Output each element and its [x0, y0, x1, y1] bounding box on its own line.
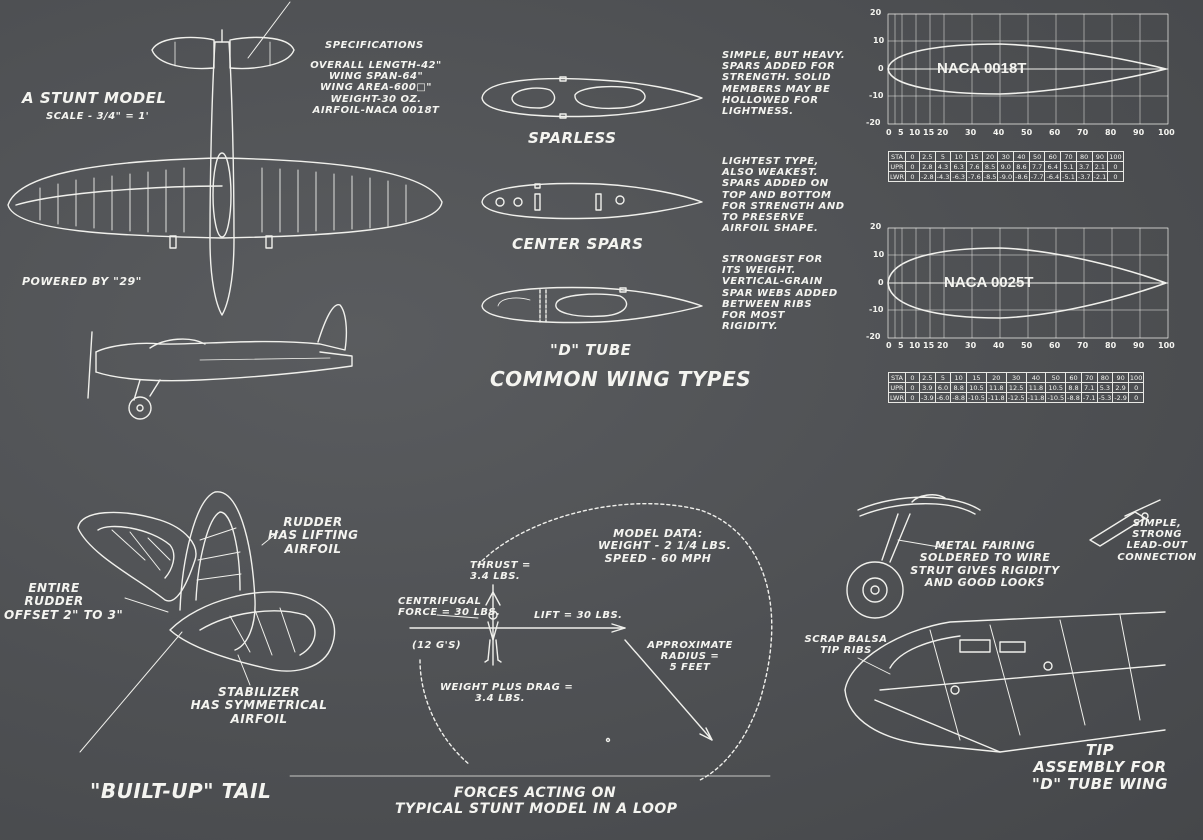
g-force-label: (12 G's) — [412, 640, 462, 651]
powered-by-label: POWERED BY "29" — [22, 275, 142, 288]
spec-line: WING AREA-600□" — [319, 82, 432, 94]
d-tube-label: "D" TUBE — [550, 341, 632, 359]
y-tick-label: 10 — [873, 36, 885, 45]
airfoil-chart-0018T — [887, 13, 1169, 125]
wing-section-d-tube — [481, 286, 703, 324]
built-up-tail-title: "BUILT-UP" TAIL — [90, 779, 272, 803]
common-wing-types-title: COMMON WING TYPES — [490, 367, 752, 391]
airfoil-name-0018T: NACA 0018T — [937, 60, 1027, 77]
wing-section-sparless — [481, 76, 703, 119]
thrust-label: THRUST =3.4 LBS. — [470, 560, 531, 583]
center-spars-description: LIGHTEST TYPE,ALSO WEAKEST. SPARS ADDED … — [722, 156, 845, 235]
spec-line: WING SPAN-64" — [328, 71, 424, 83]
built-up-tail — [77, 491, 336, 753]
specifications-heading: SPECIFICATIONS — [325, 40, 424, 51]
stunt-model-scale: SCALE - 3/4" = 1' — [46, 111, 150, 122]
stunt-model-top-view — [7, 1, 443, 316]
airfoil-name-0025T: NACA 0025T — [944, 274, 1034, 291]
sparless-label: SPARLESS — [528, 129, 617, 147]
stunt-model-side-view — [87, 304, 353, 420]
spec-line: WEIGHT-30 oz. — [330, 93, 422, 105]
specifications-list: OVERALL LENGTH-42" WING SPAN-64" WING AR… — [296, 60, 456, 116]
leadout-connection — [1089, 499, 1161, 547]
forces-diagram — [289, 503, 773, 781]
y-tick-label: -20 — [866, 332, 881, 341]
airfoil-chart-0025T — [887, 227, 1169, 339]
spec-line: OVERALL LENGTH-42" — [310, 60, 442, 71]
spec-line: AIRFOIL-NACA 0018T — [312, 104, 440, 116]
y-tick-label: -10 — [869, 91, 884, 100]
weight-drag-label: WEIGHT PLUS DRAG =3.4 LBS. — [440, 682, 574, 705]
tip-assembly — [844, 611, 1166, 753]
center-spars-label: CENTER SPARS — [512, 235, 644, 253]
lift-label: LIFT = 30 LBS. — [534, 610, 623, 621]
sparless-description: SIMPLE, BUT HEAVY.SPARS ADDED FOR STRENG… — [722, 50, 846, 117]
y-tick-label: -20 — [866, 118, 881, 127]
y-tick-label: 10 — [873, 250, 885, 259]
y-tick-label: 20 — [870, 8, 882, 17]
y-tick-label: 20 — [870, 222, 882, 231]
y-tick-label: 0 — [878, 64, 884, 73]
y-tick-label: 0 — [878, 278, 884, 287]
landing-gear-fitting — [846, 494, 981, 619]
stunt-model-title: A STUNT MODEL — [22, 89, 167, 107]
wing-section-center-spars — [481, 182, 703, 220]
y-tick-label: -10 — [869, 305, 884, 314]
model-data-block: MODEL DATA:WEIGHT - 2 1/4 LBS.SPEED - 60… — [598, 527, 732, 565]
